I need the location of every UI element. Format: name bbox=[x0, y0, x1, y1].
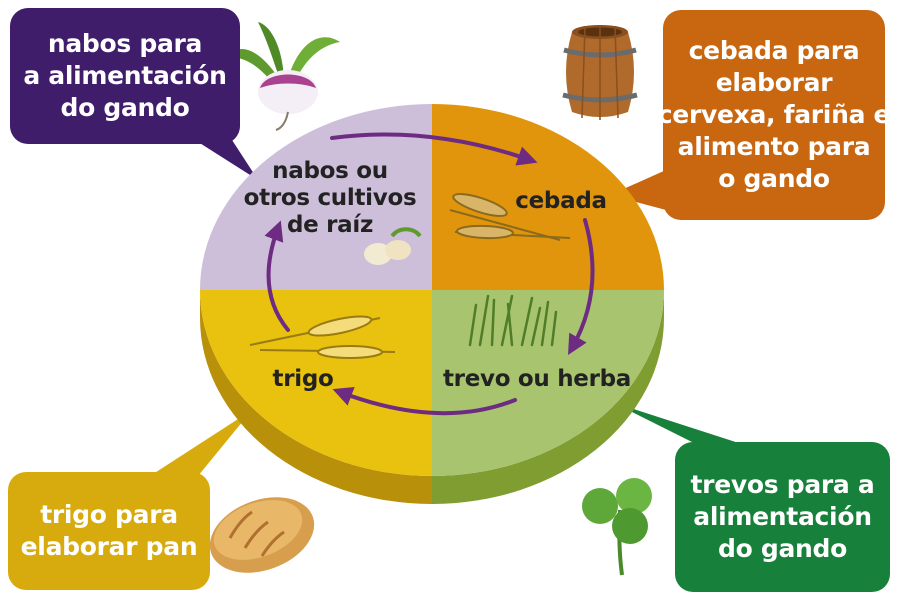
quadrant-label-nabos: nabos ou otros cultivos de raíz bbox=[238, 158, 422, 239]
quadrant-label-trigo: trigo bbox=[258, 366, 348, 393]
callout-trevos-line-2: alimentación bbox=[693, 502, 872, 531]
bread-icon bbox=[209, 497, 315, 573]
callout-cebada-line-4: alimento para bbox=[677, 132, 871, 161]
callout-cebada-line-1: cebada para bbox=[688, 36, 860, 65]
arrow-to-nabos bbox=[264, 220, 290, 332]
grass-icon bbox=[468, 294, 558, 347]
disc-side-right bbox=[432, 290, 664, 504]
callout-nabos: nabos para a alimentación do gando bbox=[10, 8, 240, 144]
arrow-to-trevo bbox=[568, 218, 595, 355]
callout-nabos-line-3: do gando bbox=[60, 93, 190, 122]
callout-trevos-line-3: do gando bbox=[717, 534, 847, 563]
callout-trevos-line-1: trevos para a bbox=[690, 470, 875, 499]
quadrant-label-cebada: cebada bbox=[506, 188, 616, 215]
arrow-to-cebada bbox=[330, 132, 538, 166]
turnip-icon bbox=[225, 22, 340, 131]
disc-side-left bbox=[200, 290, 432, 504]
arrow-to-trigo bbox=[332, 386, 517, 416]
callout-tail-trevos bbox=[612, 402, 748, 446]
callout-tail-cebada bbox=[610, 170, 666, 210]
callout-trigo: trigo para elaborar pan bbox=[8, 472, 210, 590]
quadrant-label-nabos-line-2: otros cultivos bbox=[243, 185, 417, 211]
wheat-icon bbox=[249, 315, 396, 359]
quadrant-label-nabos-line-3: de raíz bbox=[286, 212, 374, 238]
callout-trigo-line-2: elaborar pan bbox=[20, 532, 198, 561]
quadrant-label-trigo-line-1: trigo bbox=[272, 366, 334, 392]
barley-icon bbox=[449, 193, 571, 241]
quadrant-label-cebada-line-1: cebada bbox=[515, 188, 607, 214]
callout-nabos-line-1: nabos para bbox=[47, 29, 203, 58]
quadrant-label-nabos-line-1: nabos ou bbox=[272, 158, 388, 184]
callout-tail-nabos bbox=[195, 140, 258, 180]
callout-cebada-line-3: cervexa, fariña e bbox=[657, 100, 891, 129]
quadrant-label-trevo-line-1: trevo ou herba bbox=[442, 366, 632, 392]
callout-nabos-line-2: a alimentación bbox=[23, 61, 227, 90]
callout-trigo-line-1: trigo para bbox=[40, 500, 178, 529]
rotation-arrows bbox=[264, 132, 595, 416]
callout-cebada: cebada para elaborar cervexa, fariña e a… bbox=[658, 10, 891, 220]
root-vegetables-icon bbox=[364, 227, 422, 265]
callout-cebada-line-2: elaborar bbox=[715, 68, 833, 97]
barrel-icon bbox=[562, 25, 638, 120]
quadrant-label-trevo: trevo ou herba bbox=[440, 366, 634, 393]
callout-trevos: trevos para a alimentación do gando bbox=[675, 442, 890, 592]
callout-cebada-line-5: o gando bbox=[718, 164, 830, 193]
clover-icon bbox=[582, 478, 652, 576]
callout-tail-trigo bbox=[150, 410, 252, 476]
